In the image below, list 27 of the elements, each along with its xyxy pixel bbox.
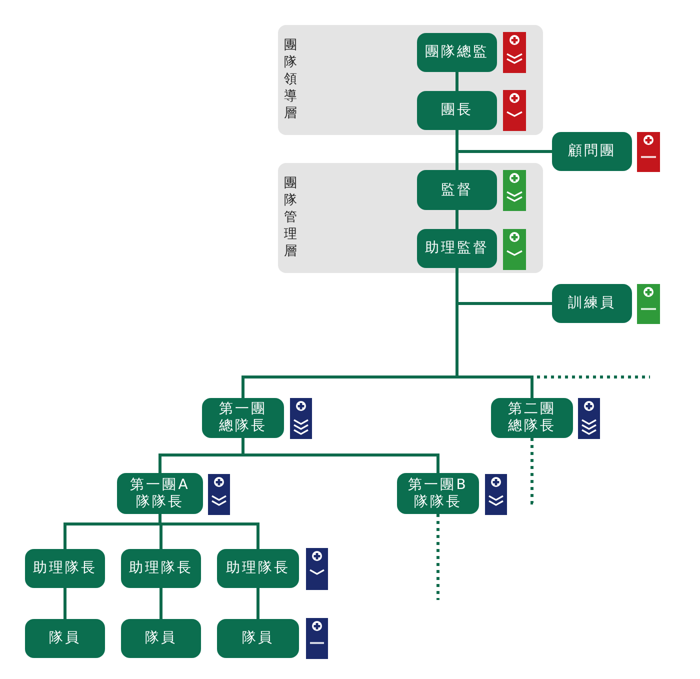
position-box: 訓練員 xyxy=(552,284,632,323)
band-heading: 團隊領導層 xyxy=(284,37,298,122)
position-box: 助理監督 xyxy=(417,229,497,268)
position-box: 第一團總隊長 xyxy=(202,398,284,438)
position-box: 第一團B隊隊長 xyxy=(397,473,479,514)
level-band xyxy=(278,25,543,135)
position-box: 顧問團 xyxy=(552,132,632,171)
connector-line xyxy=(64,588,66,619)
band-heading: 團隊管理層 xyxy=(284,175,298,260)
connector-line xyxy=(456,210,458,229)
connector-line xyxy=(160,588,162,619)
position-box: 監督 xyxy=(417,170,497,210)
level-band xyxy=(278,163,543,273)
position-box: 助理隊長 xyxy=(217,549,299,588)
position-box: 團隊總監 xyxy=(417,33,497,72)
position-box: 隊員 xyxy=(25,619,105,658)
connector-line xyxy=(256,588,260,619)
position-box: 團長 xyxy=(417,91,497,130)
connector-line xyxy=(436,514,440,600)
position-box: 助理隊長 xyxy=(25,549,105,588)
position-box: 隊員 xyxy=(217,619,299,658)
position-box: 第一團A隊隊長 xyxy=(117,473,203,514)
connector-line xyxy=(242,438,440,473)
connector-line xyxy=(456,72,458,91)
position-box: 第二團總隊長 xyxy=(491,398,573,438)
position-box: 助理隊長 xyxy=(121,549,201,588)
position-box: 隊員 xyxy=(121,619,201,658)
